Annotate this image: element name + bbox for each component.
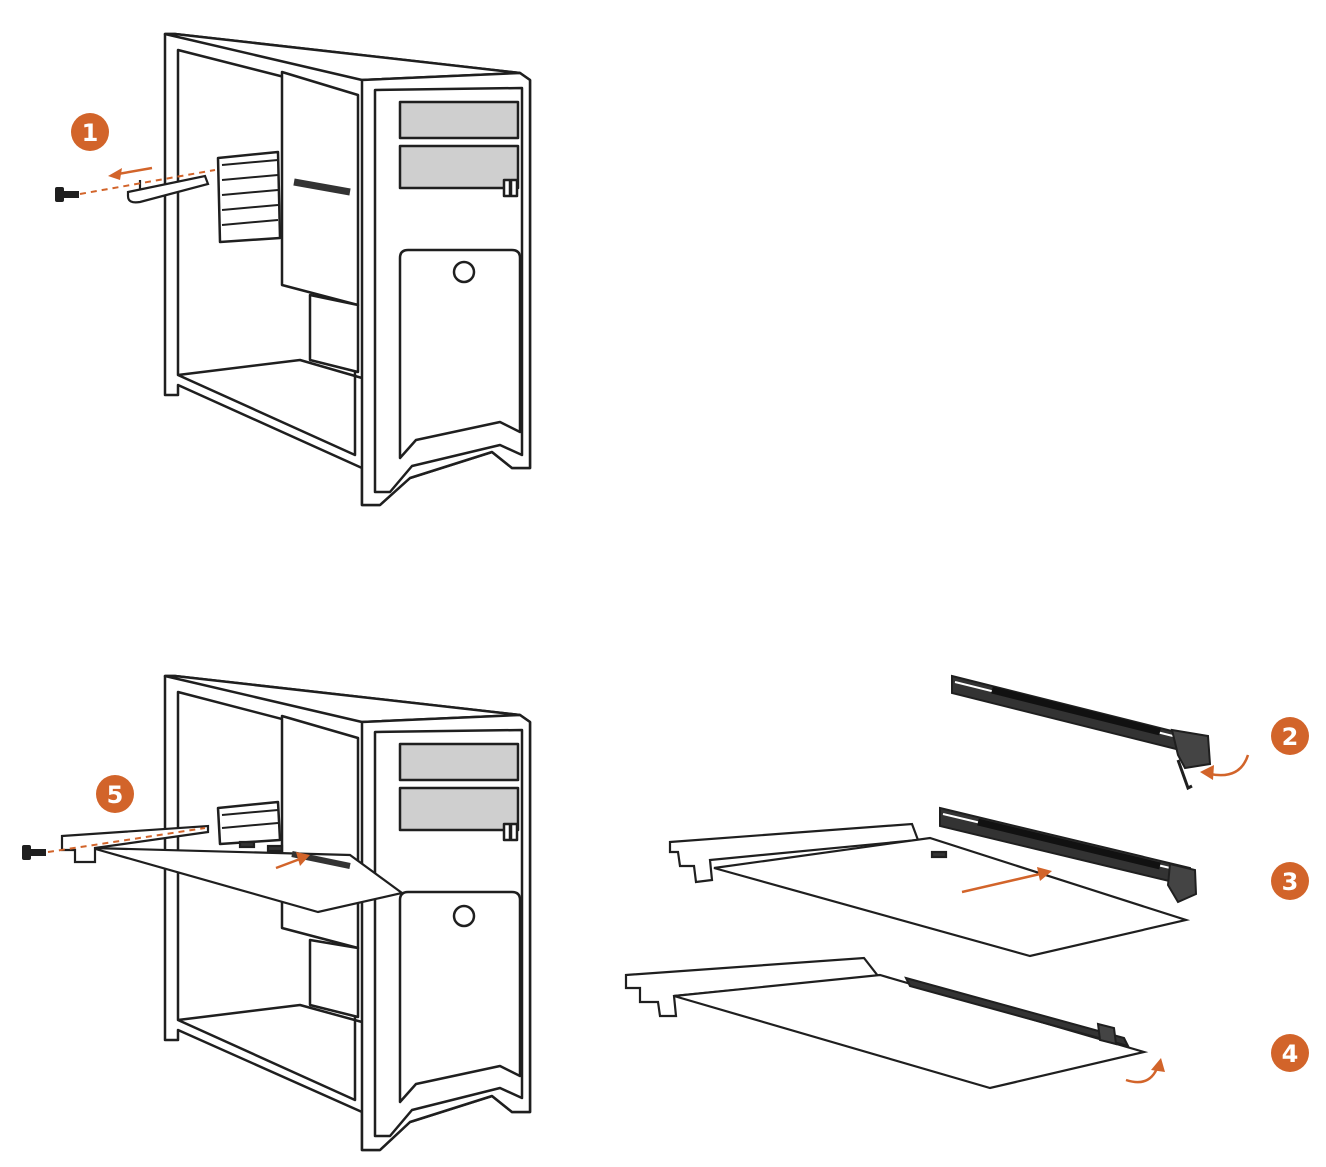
step-number-5: 5 [107, 781, 124, 809]
pcie-slot-target [939, 806, 1198, 904]
curved-arrow-icon [1125, 1058, 1165, 1084]
pcie-slot-open [951, 674, 1212, 791]
step-badge-3: 3 [1271, 862, 1309, 900]
pc-case-bottom [163, 674, 532, 1152]
step-badge-2: 2 [1271, 717, 1309, 755]
slot-cover-bracket [126, 174, 210, 204]
screw-icon [55, 187, 79, 202]
expansion-card-seated [624, 956, 1149, 1090]
curved-arrow-icon [1200, 754, 1250, 780]
expansion-card-inserting [668, 822, 1191, 958]
step-badge-5: 5 [96, 775, 134, 813]
dashed-guide-line [79, 169, 216, 195]
step-badge-1: 1 [71, 113, 109, 151]
step-number-3: 3 [1282, 868, 1299, 896]
dashed-guide-line [47, 827, 206, 853]
step-number-1: 1 [82, 119, 99, 147]
arrow-icon [108, 166, 153, 180]
step-number-4: 4 [1282, 1040, 1299, 1068]
screw-icon [22, 845, 46, 860]
pc-case-top [163, 32, 532, 507]
step-number-2: 2 [1282, 723, 1299, 751]
arrow-icon [275, 852, 310, 870]
step-badge-4: 4 [1271, 1034, 1309, 1072]
arrow-icon [961, 867, 1052, 894]
pcie-slot-closed [904, 976, 1130, 1048]
